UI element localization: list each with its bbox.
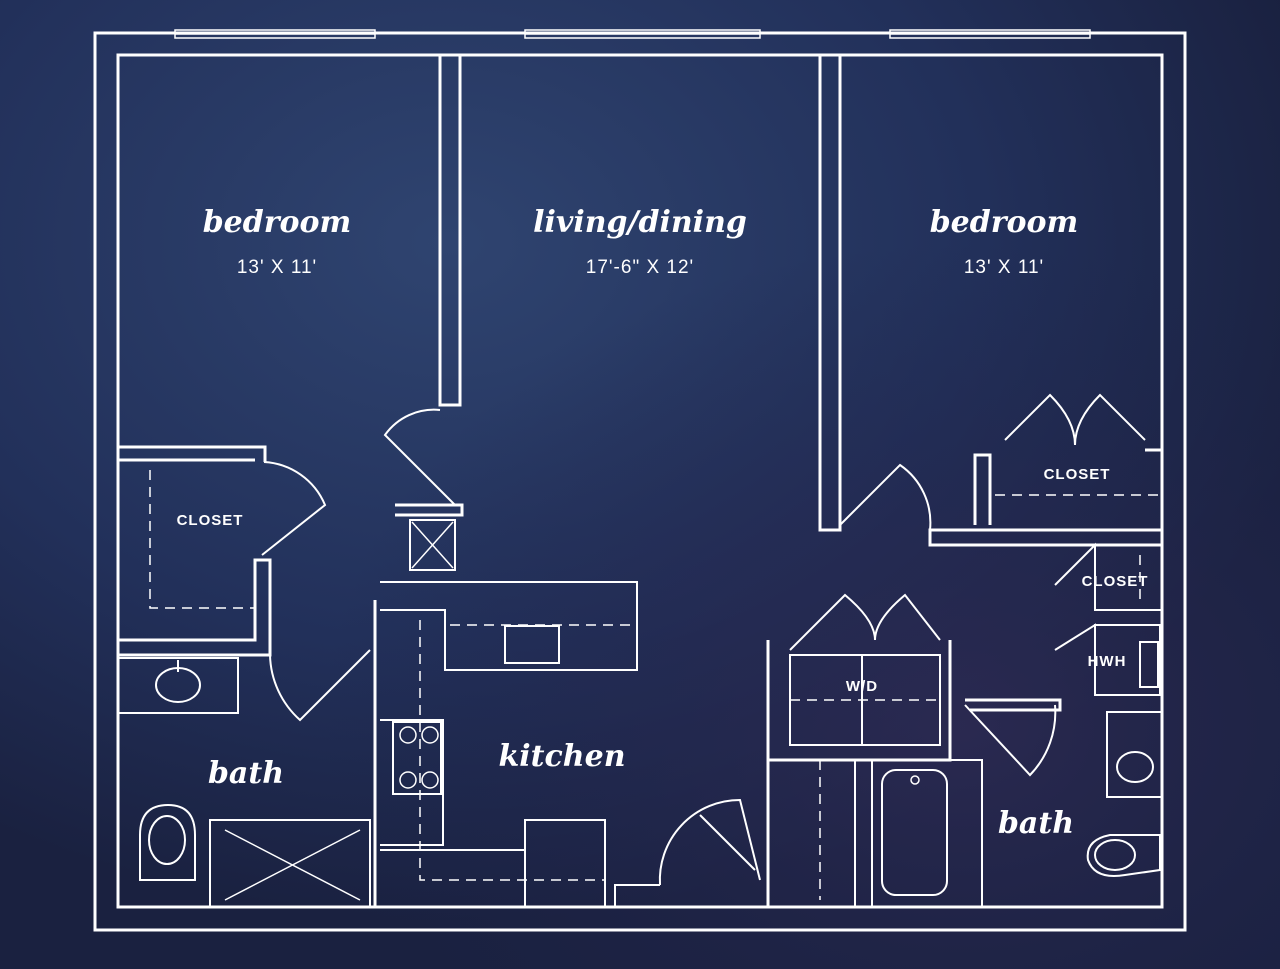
bath-left-label: bath — [208, 756, 284, 791]
wd-label: W/D — [846, 678, 878, 695]
bedroom-right-name: bedroom — [930, 205, 1079, 240]
closet-left — [118, 470, 272, 657]
kitchen-label: kitchen — [498, 739, 625, 774]
laundry — [766, 593, 952, 762]
bath-left — [117, 649, 371, 908]
hwh-label: HWH — [1088, 653, 1127, 670]
closet-left-label: CLOSET — [177, 512, 244, 529]
living-dining-name: living/dining — [533, 205, 747, 240]
closet-right-label: CLOSET — [1044, 466, 1111, 483]
bedroom-right-walls — [818, 55, 1164, 547]
windows — [174, 29, 1091, 39]
utility-closets — [1054, 542, 1162, 696]
closet-small-label: CLOSET — [1082, 573, 1149, 590]
bedroom-right-label: bedroom 13' X 11' — [930, 205, 1079, 278]
closet-right — [973, 393, 1162, 525]
kitchen-walls — [373, 581, 761, 908]
exterior-walls — [93, 31, 1187, 932]
bath-right — [699, 698, 1163, 908]
living-dining-label: living/dining 17'-6" X 12' — [533, 205, 747, 278]
bedroom-left-walls — [118, 55, 462, 556]
bedroom-left-name: bedroom — [203, 205, 352, 240]
bedroom-left-size: 13' X 11' — [237, 257, 317, 278]
bath-right-label: bath — [998, 806, 1074, 841]
living-dining-size: 17'-6" X 12' — [586, 257, 694, 278]
bedroom-left-label: bedroom 13' X 11' — [203, 205, 352, 278]
bedroom-right-size: 13' X 11' — [964, 257, 1044, 278]
living-door — [383, 408, 464, 571]
